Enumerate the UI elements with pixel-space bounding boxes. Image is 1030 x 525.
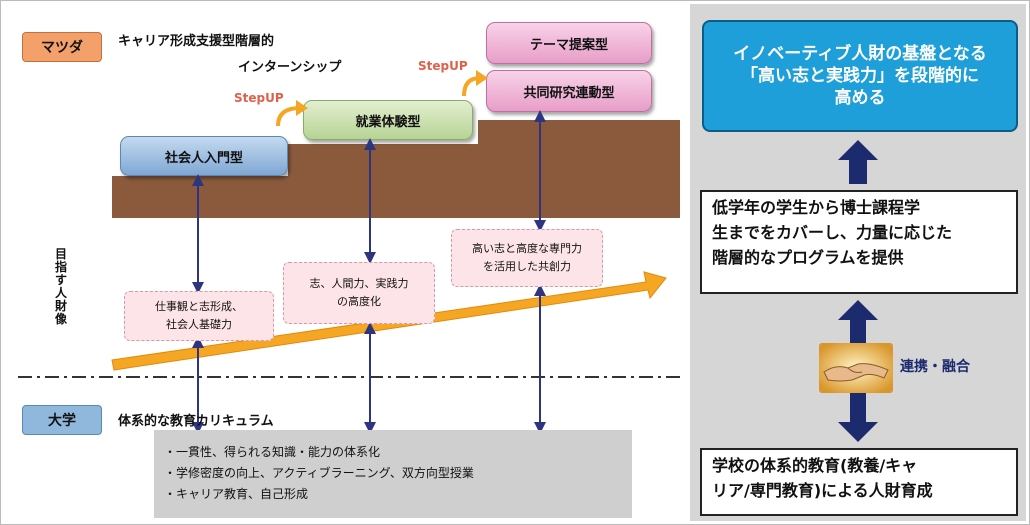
handshake-icon: [819, 343, 893, 393]
skill-box-1: 仕事観と志形成、社会人基礎力: [124, 291, 274, 341]
stage-theme-box: テーマ提案型: [486, 22, 652, 64]
curriculum-point: ・学修密度の向上、アクティブラーニング、双方向型授業: [164, 466, 474, 480]
stepup-arrow-1-head: [296, 100, 308, 116]
mazda-heading-line2: インターンシップ: [238, 60, 342, 75]
program-box: 低学年の学生から博士課程学 生までをカバーし、力量に応じた 階層的なプログラムを…: [700, 190, 1018, 294]
step-base: [112, 176, 680, 218]
diagram-left-panel: マツダ キャリア形成支援型階層的 インターンシップ StepUP StepUP …: [8, 8, 680, 518]
goal-line2: 「高い志と実践力」を段階的に: [740, 65, 979, 86]
curriculum-box: ・一貫性、得られる知識・能力の体系化 ・学修密度の向上、アクティブラーニング、双…: [154, 430, 632, 518]
curriculum-point: ・キャリア教育、自己形成: [164, 487, 309, 501]
university-heading: 体系的な教育カリキュラム: [118, 414, 274, 429]
goal-line3: 高める: [834, 88, 886, 109]
skill-3-line2: を活用した共創力: [483, 260, 571, 273]
university-tag: 大学: [22, 405, 102, 435]
stepup-label-1: StepUP: [234, 91, 284, 105]
stepup-label-2: StepUP: [418, 59, 468, 73]
program-line3: 階層的なプログラムを提供: [712, 247, 904, 267]
skill-box-3: 高い志と高度な専門力を活用した共創力: [451, 229, 603, 287]
skill-2-line1: 志、人間力、実践力: [309, 277, 409, 291]
skill-3-line1: 高い志と高度な専門力: [472, 242, 582, 256]
skill-1-line1: 仕事観と志形成、: [155, 300, 243, 314]
skill-2-line2: の高度化: [337, 295, 381, 308]
program-line1: 低学年の学生から博士課程学: [712, 198, 921, 217]
curriculum-point: ・一貫性、得られる知識・能力の体系化: [164, 445, 381, 459]
summary-right-panel: イノベーティブ人財の基盤となる 「高い志と実践力」を段階的に 高める 低学年の学…: [690, 4, 1026, 521]
stage-intro-box: 社会人入門型: [120, 136, 288, 176]
mazda-heading-line1: キャリア形成支援型階層的: [118, 34, 275, 49]
stepup-arrow-2-head: [476, 70, 488, 86]
up-arrow-icon: [838, 140, 878, 184]
school-line1: 学校の体系的教育(教養/キャ: [712, 456, 918, 475]
stage-work-box: 就業体験型: [303, 100, 473, 140]
goal-line1: イノベーティブ人財の基盤となる: [733, 43, 987, 64]
collaboration-label: 連携・融合: [900, 359, 970, 375]
program-line2: 生までをカバーし、力量に応じた: [712, 222, 953, 242]
skill-box-2: 志、人間力、実践力の高度化: [283, 262, 435, 324]
skill-1-line2: 社会人基礎力: [166, 318, 232, 331]
target-persona-label: 目指す人財像: [54, 247, 67, 326]
step-top: [478, 120, 680, 146]
goal-box: イノベーティブ人財の基盤となる 「高い志と実践力」を段階的に 高める: [702, 20, 1018, 132]
school-education-box: 学校の体系的教育(教養/キャ リア/専門教育)による人財育成: [700, 448, 1018, 516]
stage-joint-box: 共同研究連動型: [486, 70, 652, 112]
school-line2: リア/専門教育)による人財育成: [712, 480, 933, 500]
step-middle: [288, 144, 680, 178]
mazda-tag: マツダ: [22, 32, 102, 62]
